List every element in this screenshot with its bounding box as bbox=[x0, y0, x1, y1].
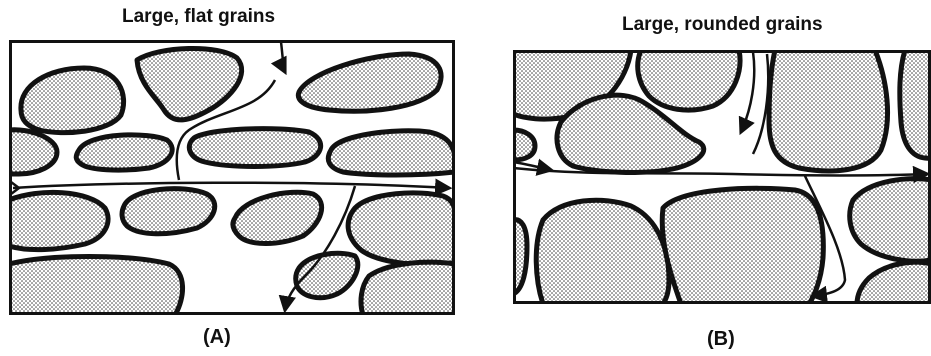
grain bbox=[536, 200, 669, 304]
grain bbox=[189, 129, 320, 167]
grain bbox=[769, 50, 888, 171]
grain bbox=[850, 179, 931, 262]
panel-b-diagram bbox=[513, 50, 931, 304]
panel-b-caption: (B) bbox=[707, 328, 735, 351]
grain bbox=[328, 131, 455, 175]
grain bbox=[122, 189, 215, 234]
flow-path-top bbox=[281, 42, 285, 72]
grain bbox=[233, 192, 322, 243]
grain bbox=[513, 130, 535, 160]
grain bbox=[900, 50, 931, 158]
grain bbox=[76, 135, 172, 170]
panel-a-diagram bbox=[9, 40, 455, 315]
grain bbox=[137, 48, 242, 119]
grain bbox=[21, 68, 124, 133]
panel-a-caption: (A) bbox=[203, 326, 231, 349]
panel-a-title: Large, flat grains bbox=[122, 6, 275, 28]
grain bbox=[662, 188, 823, 304]
grain bbox=[9, 192, 108, 249]
grain bbox=[361, 262, 455, 315]
grain bbox=[9, 130, 57, 174]
grain bbox=[348, 193, 455, 265]
grain bbox=[638, 50, 740, 110]
grain bbox=[298, 54, 441, 111]
grain bbox=[857, 262, 931, 304]
flow-path-top-down bbox=[741, 52, 754, 132]
grain bbox=[9, 257, 183, 316]
flow-path-main bbox=[13, 183, 449, 188]
panel-b-title: Large, rounded grains bbox=[622, 14, 823, 36]
